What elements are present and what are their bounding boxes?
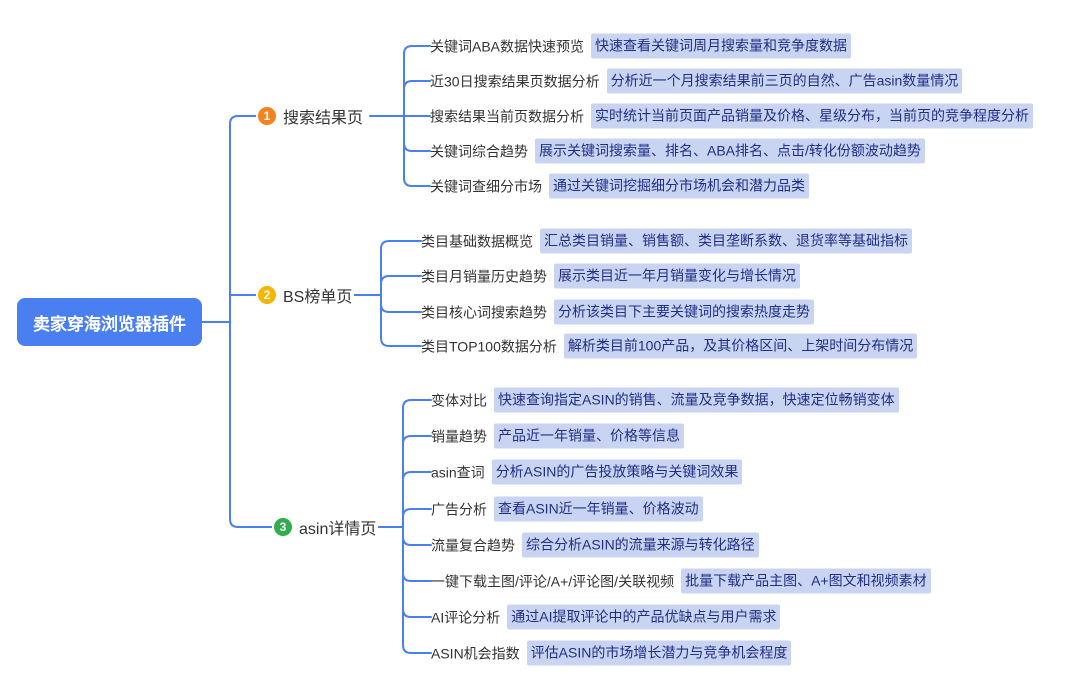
branch2-label: BS榜单页: [283, 289, 353, 306]
feature-description: 展示关键词搜索量、排名、ABA排名、点击/转化份额波动趋势: [535, 138, 925, 164]
branch3-rail: [375, 407, 404, 646]
feature-label: 变体对比: [431, 392, 487, 408]
feature-description: 展示类目近一年月销量变化与增长情况: [554, 263, 800, 289]
feature-description: 查看ASIN近一年销量、价格波动: [494, 496, 703, 522]
feature-description: 汇总类目销量、销售额、类目垄断系数、退货率等基础指标: [540, 228, 912, 254]
feature-description: 通过关键词挖掘细分市场机会和潜力品类: [549, 173, 809, 199]
feature-node[interactable]: 关键词ABA数据快速预览 快速查看关键词周月搜索量和竞争度数据: [430, 33, 852, 59]
feature-node[interactable]: 搜索结果当前页数据分析 实时统计当前页面产品销量及价格、星级分布，当前页的竞争程…: [430, 103, 1033, 129]
feature-node[interactable]: 关键词查细分市场 通过关键词挖掘细分市场机会和潜力品类: [430, 173, 809, 199]
feature-node[interactable]: 类目月销量历史趋势 展示类目近一年月销量变化与增长情况: [421, 263, 800, 289]
feature-node[interactable]: ASIN机会指数 评估ASIN的市场增长潜力与竞争机会程度: [431, 640, 792, 666]
feature-node[interactable]: 关键词综合趋势 展示关键词搜索量、排名、ABA排名、点击/转化份额波动趋势: [430, 138, 925, 164]
feature-label: 近30日搜索结果页数据分析: [430, 73, 600, 89]
branch1-number-badge: 1: [258, 107, 276, 125]
branch-node-bs-ranking-page[interactable]: 2 BS榜单页: [256, 283, 355, 307]
feature-label: AI评论分析: [431, 609, 501, 625]
feature-label: 广告分析: [431, 501, 487, 517]
feature-label: 类目TOP100数据分析: [421, 338, 557, 354]
feature-label: 销量趋势: [431, 428, 487, 444]
feature-description: 分析ASIN的广告投放策略与关键词效果: [491, 459, 743, 485]
feature-description: 通过AI提取评论中的产品优缺点与用户需求: [507, 604, 781, 630]
feature-label: 类目基础数据概览: [421, 233, 533, 249]
feature-label: 类目核心词搜索趋势: [421, 304, 547, 320]
branch1-label: 搜索结果页: [283, 110, 364, 127]
trunk-connector: [229, 115, 277, 528]
feature-description: 评估ASIN的市场增长潜力与竞争机会程度: [526, 640, 792, 666]
feature-description: 批量下载产品主图、A+图文和视频素材: [681, 568, 931, 594]
branch1-rail: [369, 53, 431, 179]
feature-node[interactable]: asin查词 分析ASIN的广告投放策略与关键词效果: [431, 459, 743, 485]
branch-node-search-results-page[interactable]: 1 搜索结果页: [256, 104, 366, 128]
feature-node[interactable]: 类目核心词搜索趋势 分析该类目下主要关键词的搜索热度走势: [421, 299, 814, 325]
feature-label: 关键词综合趋势: [430, 143, 528, 159]
feature-label: asin查词: [431, 464, 485, 480]
feature-node[interactable]: 类目TOP100数据分析 解析类目前100产品，及其价格区间、上架时间分布情况: [421, 333, 918, 359]
branch3-label: asin详情页: [299, 521, 377, 538]
feature-description: 快速查询指定ASIN的销售、流量及竞争数据，快速定位畅销变体: [494, 387, 899, 413]
feature-label: ASIN机会指数: [431, 645, 520, 661]
branch2-rail: [353, 248, 382, 339]
feature-node[interactable]: AI评论分析 通过AI提取评论中的产品优缺点与用户需求: [431, 604, 781, 630]
feature-label: 一键下载主图/评论/A+/评论图/关联视频: [431, 573, 675, 589]
feature-node[interactable]: 广告分析 查看ASIN近一年销量、价格波动: [431, 496, 703, 522]
feature-description: 快速查看关键词周月搜索量和竞争度数据: [591, 33, 852, 59]
feature-node[interactable]: 类目基础数据概览 汇总类目销量、销售额、类目垄断系数、退货率等基础指标: [421, 228, 912, 254]
feature-description: 产品近一年销量、价格等信息: [494, 423, 684, 449]
feature-node[interactable]: 流量复合趋势 综合分析ASIN的流量来源与转化路径: [431, 532, 759, 558]
feature-node[interactable]: 一键下载主图/评论/A+/评论图/关联视频 批量下载产品主图、A+图文和视频素材: [431, 568, 931, 594]
branch3-number-badge: 3: [274, 518, 292, 536]
branch2-number-badge: 2: [258, 286, 276, 304]
feature-node[interactable]: 变体对比 快速查询指定ASIN的销售、流量及竞争数据，快速定位畅销变体: [431, 387, 899, 413]
branch-node-asin-detail-page[interactable]: 3 asin详情页: [272, 515, 379, 539]
feature-label: 类目月销量历史趋势: [421, 268, 547, 284]
feature-label: 流量复合趋势: [431, 537, 515, 553]
feature-label: 关键词ABA数据快速预览: [430, 38, 585, 54]
feature-description: 分析该类目下主要关键词的搜索热度走势: [554, 299, 814, 325]
feature-description: 分析近一个月搜索结果前三页的自然、广告asin数量情况: [606, 68, 963, 94]
root-node[interactable]: 卖家穿海浏览器插件: [17, 298, 202, 346]
feature-label: 搜索结果当前页数据分析: [430, 108, 584, 124]
feature-description: 综合分析ASIN的流量来源与转化路径: [522, 532, 759, 558]
feature-node[interactable]: 销量趋势 产品近一年销量、价格等信息: [431, 423, 684, 449]
feature-label: 关键词查细分市场: [430, 178, 542, 194]
root-label: 卖家穿海浏览器插件: [33, 314, 186, 334]
feature-description: 解析类目前100产品，及其价格区间、上架时间分布情况: [563, 333, 918, 359]
feature-node[interactable]: 近30日搜索结果页数据分析 分析近一个月搜索结果前三页的自然、广告asin数量情…: [430, 68, 963, 94]
feature-description: 实时统计当前页面产品销量及价格、星级分布，当前页的竞争程度分析: [591, 103, 1033, 129]
